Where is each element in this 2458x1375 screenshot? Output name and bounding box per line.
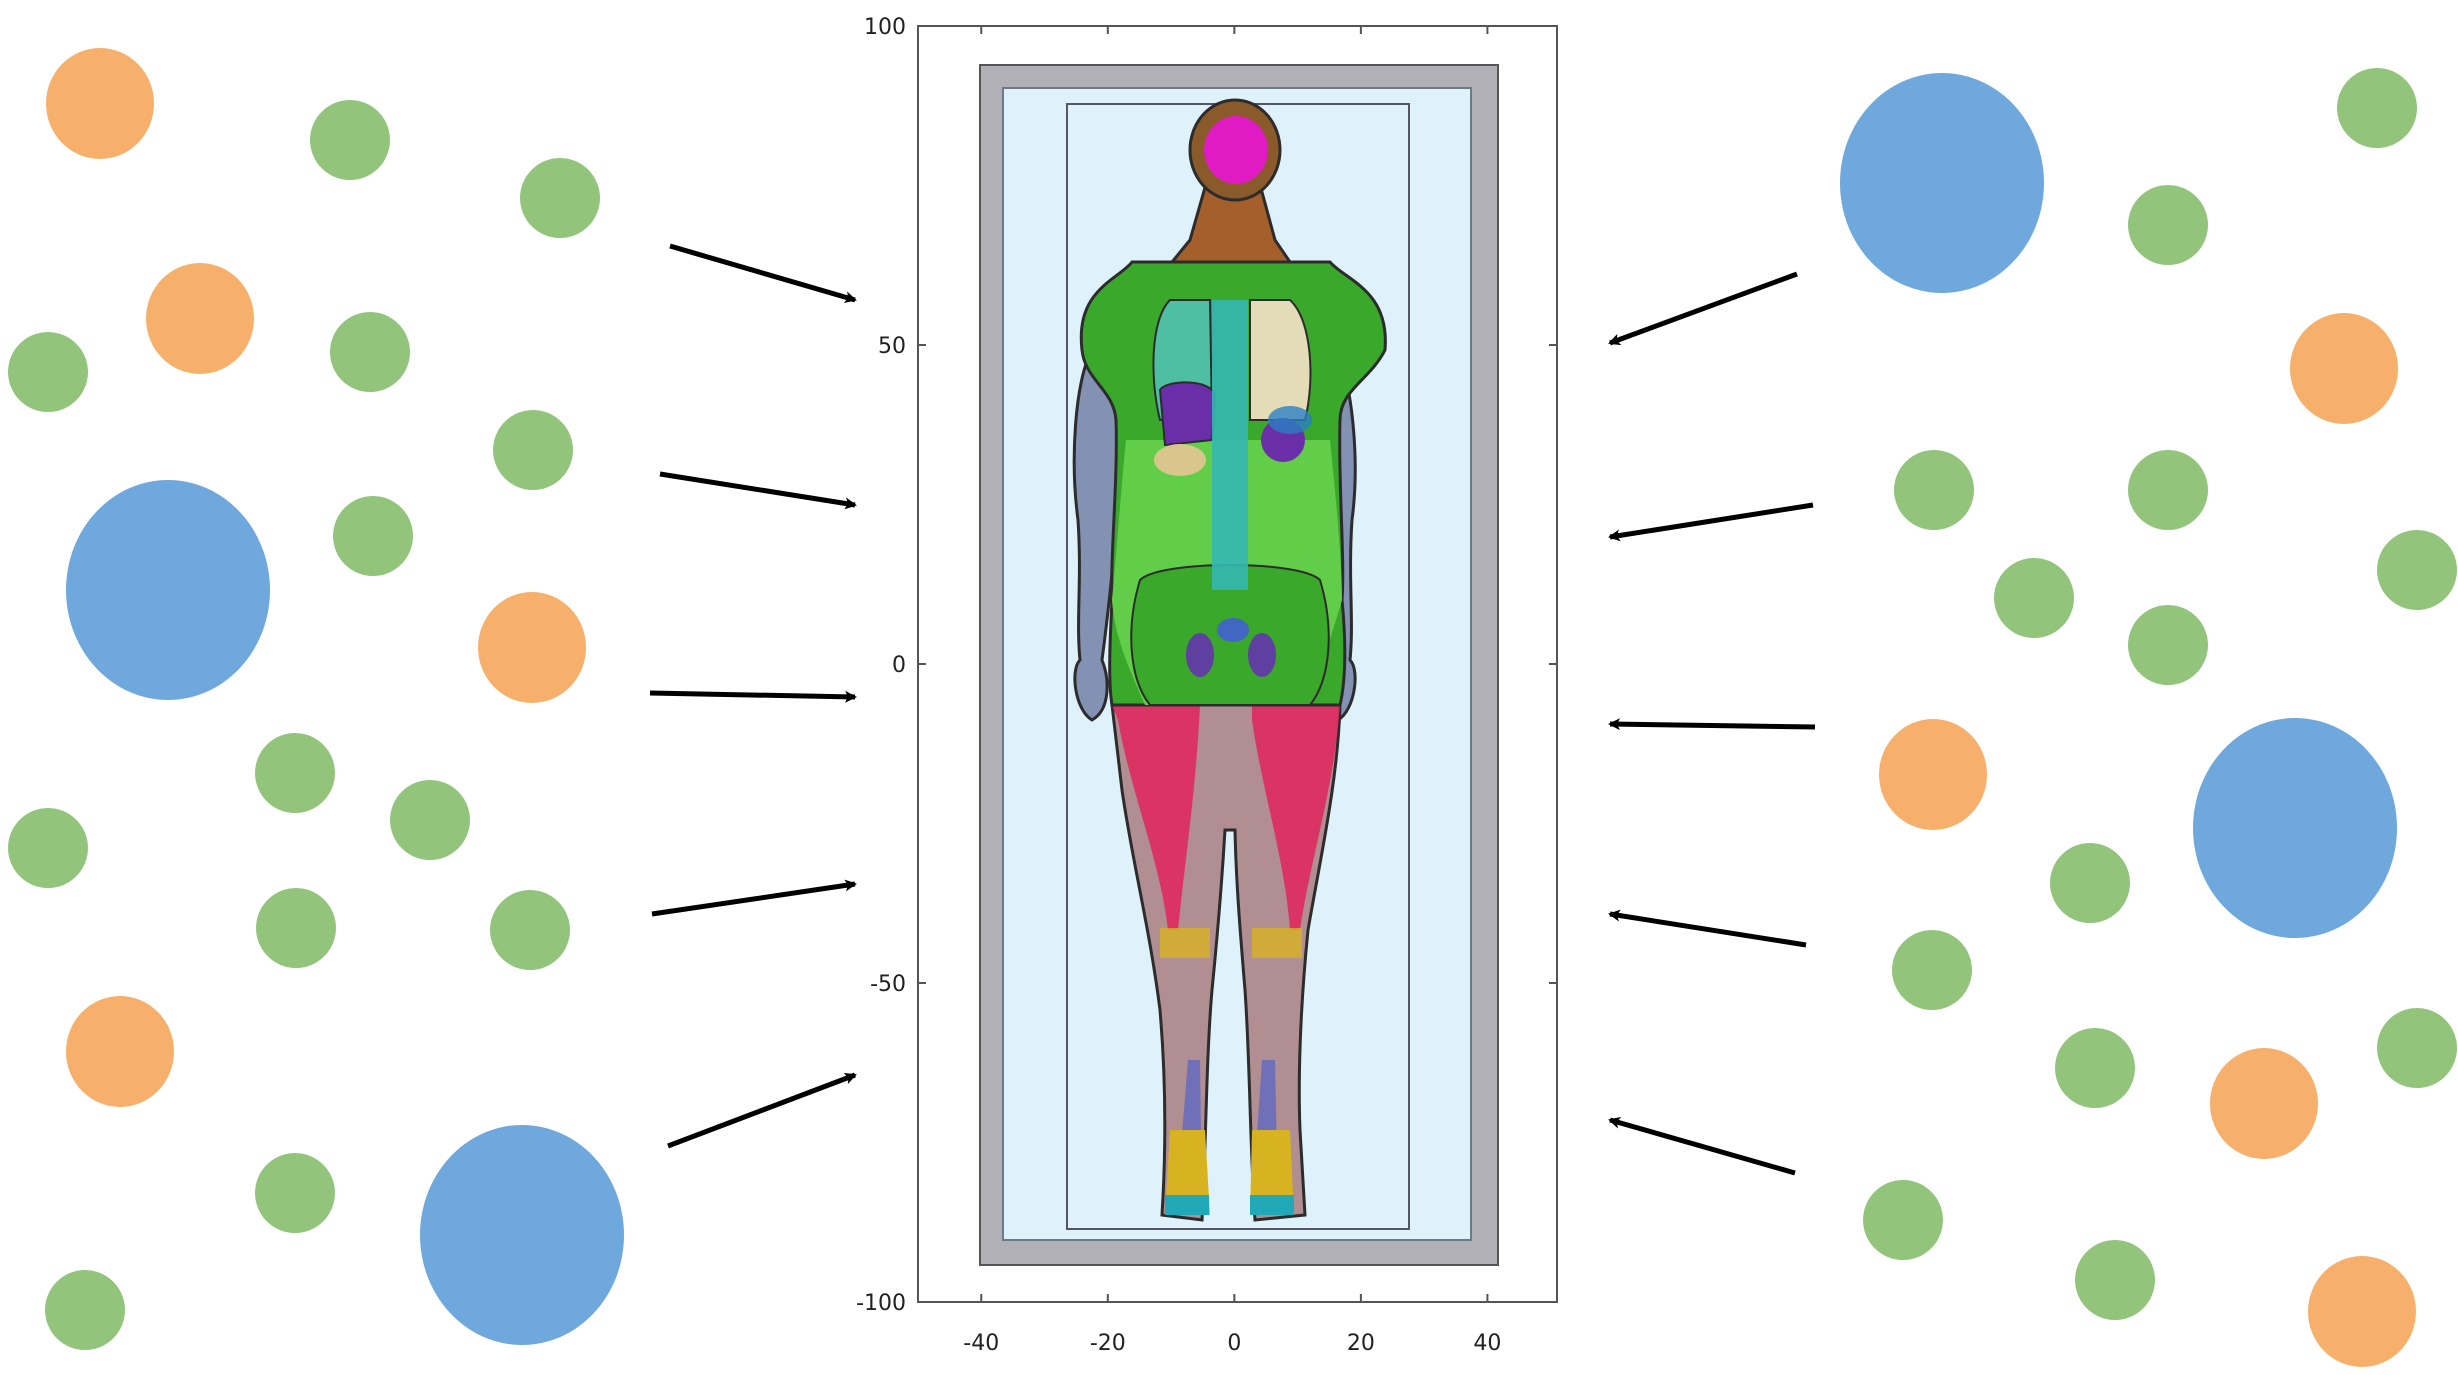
y-tick-label: 100 xyxy=(864,15,906,40)
y-tick-label: 0 xyxy=(892,653,906,678)
bladder xyxy=(1217,618,1249,642)
kidney-left xyxy=(1186,633,1214,677)
kidney-right xyxy=(1248,633,1276,677)
spine xyxy=(1212,300,1248,590)
y-tick-label: -50 xyxy=(870,972,906,997)
liver xyxy=(1154,444,1206,476)
x-tick-label: -40 xyxy=(963,1331,999,1356)
lung-right xyxy=(1250,300,1310,420)
x-tick-label: 20 xyxy=(1347,1331,1375,1356)
y-tick-label: 50 xyxy=(878,334,906,359)
knee-left xyxy=(1160,928,1210,958)
x-tick-label: -20 xyxy=(1090,1331,1126,1356)
x-tick-label: 0 xyxy=(1227,1331,1241,1356)
knee-right xyxy=(1252,928,1302,958)
foot-base-right xyxy=(1250,1195,1294,1215)
y-tick-label: -100 xyxy=(856,1291,906,1316)
spleen xyxy=(1268,406,1312,434)
heart xyxy=(1160,382,1215,445)
x-tick-label: 40 xyxy=(1473,1331,1501,1356)
foot-base-left xyxy=(1165,1195,1209,1215)
brain xyxy=(1204,116,1268,184)
